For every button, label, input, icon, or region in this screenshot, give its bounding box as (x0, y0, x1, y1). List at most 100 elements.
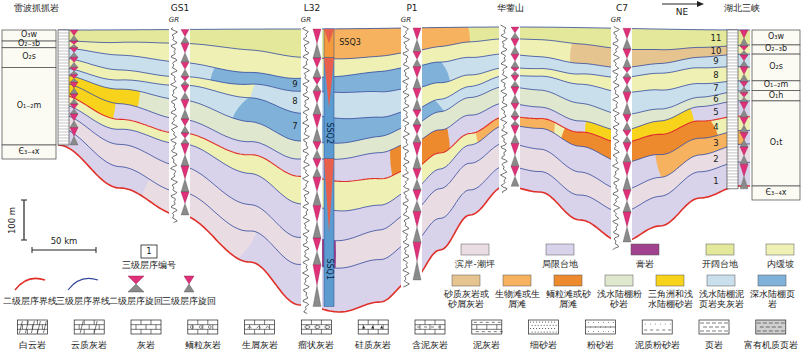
log-label: GR (301, 17, 311, 24)
outcrop-bed (727, 146, 738, 147)
pattern-nodule (305, 326, 310, 329)
legend-text: 细砂岩 (530, 341, 557, 350)
formation-label: Є₃₋₄x (766, 189, 787, 197)
lithology-swatch (699, 320, 729, 334)
outcrop-column (727, 30, 738, 189)
gr-log (501, 25, 508, 193)
outcrop-bed (58, 96, 69, 97)
outcrop-bed (58, 90, 69, 91)
pattern-dot (550, 325, 551, 326)
pattern-line (84, 329, 85, 334)
legend-swatch (461, 244, 489, 255)
pattern-line (378, 329, 379, 334)
legend-swatch (605, 275, 633, 286)
legend-cycle-sample (128, 284, 144, 292)
legend-line-sample (15, 278, 45, 290)
legend-cycle-sample (184, 284, 194, 292)
pattern-line (486, 322, 489, 323)
outcrop-bed (727, 80, 738, 81)
cycle-triangle (511, 121, 519, 125)
pattern-line (31, 321, 34, 333)
cycle-triangle (623, 103, 631, 114)
formation-cell (752, 101, 800, 186)
cycle-triangle (511, 81, 519, 87)
cycle-triangle (511, 87, 519, 95)
pattern-dot (536, 322, 537, 323)
cycle-triangle (623, 152, 631, 162)
well-name: L32 (304, 4, 320, 13)
log-label: GR (611, 17, 621, 24)
pattern-line (321, 320, 322, 325)
cycle-triangle (623, 122, 631, 130)
outcrop-bed (727, 125, 738, 126)
legend-swatch (452, 275, 480, 286)
outcrop-bed (58, 42, 69, 43)
cycle-triangle (70, 53, 78, 58)
outcrop-bed (727, 119, 738, 120)
pattern-dot (587, 331, 589, 333)
cycle-triangle (70, 136, 78, 145)
legend-swatch (656, 275, 684, 286)
pattern-line (254, 320, 255, 325)
pattern-dot (545, 322, 546, 323)
pattern-line (19, 321, 22, 333)
cycle-triangle (70, 44, 78, 47)
facies-patch (44, 29, 140, 149)
pattern-line (378, 320, 379, 325)
pattern-line (151, 329, 152, 334)
outcrop-bed (727, 137, 738, 138)
sequence-number: 7 (713, 84, 718, 93)
pattern-line (141, 320, 142, 325)
pattern-ooid (208, 326, 211, 329)
legend-swatch (758, 275, 786, 286)
cycle-triangle (511, 155, 519, 166)
outcrop-bed (727, 149, 738, 150)
outcrop-bed (727, 143, 738, 144)
cycle-triangle (740, 74, 748, 81)
outcrop-bed (727, 56, 738, 57)
cycle-triangle (740, 46, 748, 50)
cycle-triangle (70, 99, 78, 104)
sequence-triangle (324, 159, 334, 233)
formation-cell (2, 41, 56, 48)
pattern-line (763, 331, 767, 332)
pattern-line (724, 331, 728, 332)
pattern-dot (554, 322, 555, 323)
outcrop-bed (58, 111, 69, 112)
cycle-triangle (313, 286, 321, 307)
cycle-triangle (740, 110, 748, 118)
pattern-dot (592, 331, 594, 333)
outcrop-bed (58, 117, 69, 118)
outcrop-bed (727, 113, 738, 114)
well-name: P1 (406, 4, 417, 13)
cycle-triangle (740, 82, 748, 88)
cycle-triangle (413, 59, 421, 67)
cycle-triangle (623, 176, 631, 190)
pattern-line (249, 325, 250, 330)
legend-text: 浅水陆棚泥页岩夹灰岩 (696, 290, 746, 310)
outcrop-bed (727, 59, 738, 60)
cycle-triangle (413, 125, 421, 134)
formation-label: O₂s (769, 63, 783, 71)
cycle-triangle (623, 212, 631, 227)
pattern-dot (654, 323, 656, 325)
lithology-swatch (245, 320, 275, 334)
pattern-line (197, 320, 198, 325)
pattern-line (37, 321, 40, 333)
pattern-line (424, 327, 427, 328)
lithology-swatch (131, 320, 161, 334)
cycle-triangle (740, 125, 748, 133)
cycle-triangle (181, 69, 189, 76)
cycle-triangle (511, 176, 519, 186)
pattern-line (718, 323, 722, 324)
cycle-triangle (70, 36, 78, 42)
outcrop-bed (58, 51, 69, 52)
sequence-number: 9 (292, 80, 297, 89)
legend-text: 浅水陆棚粉砂岩 (594, 290, 644, 310)
sequence-number: 5 (713, 108, 718, 117)
pattern-line (156, 325, 157, 330)
well-column (169, 27, 190, 223)
pattern-dot (547, 331, 548, 332)
cycle-triangle (413, 88, 421, 99)
